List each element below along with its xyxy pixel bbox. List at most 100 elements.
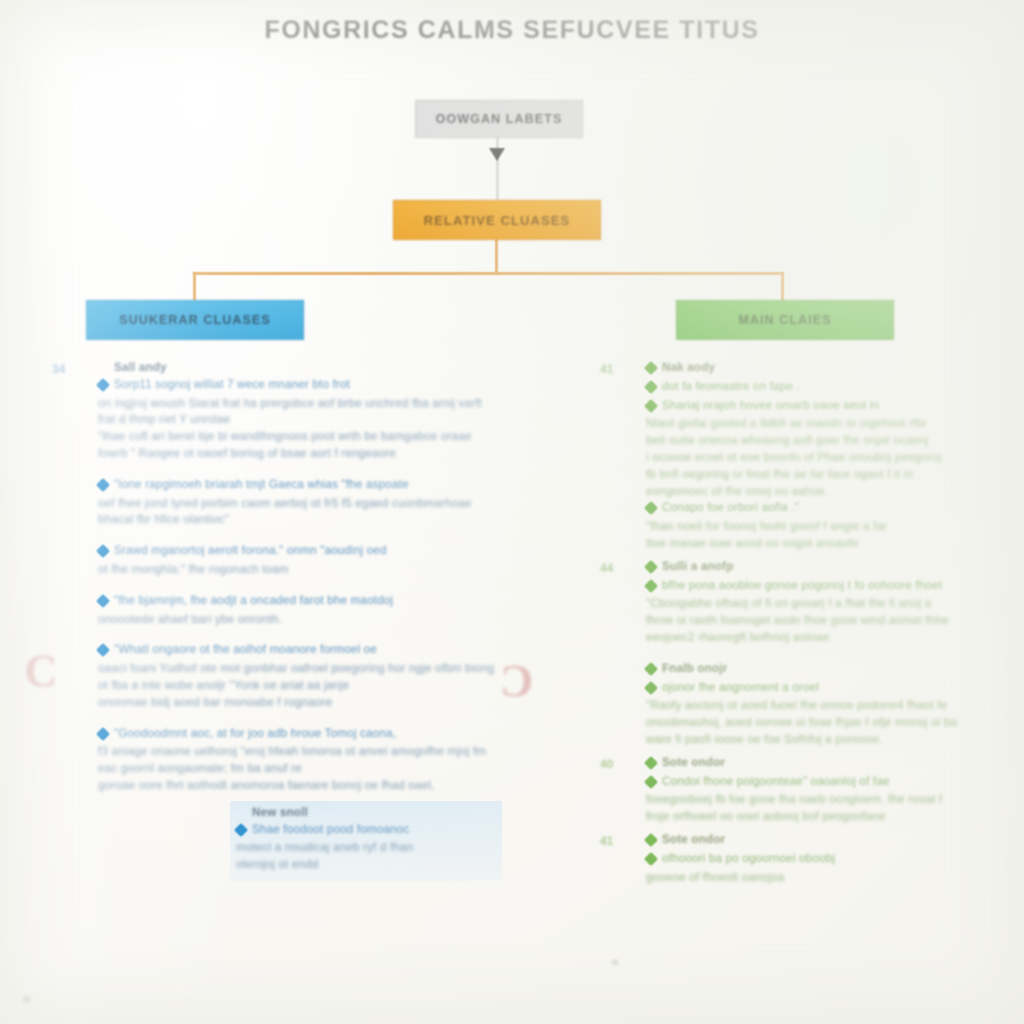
- note-section-body: Nak aody dot fa feomaatre on fape . Sharia…: [600, 360, 1000, 553]
- list-item: bfhe pona aoobloe gonoe pogonoj t fo ooh…: [643, 578, 1000, 595]
- note-text: "Goodoodmnt aoc, at for joo adb hroue To…: [114, 726, 397, 740]
- note-paragraph: gooeoe of fhoeoli oanojoa: [646, 870, 785, 884]
- note-text: "Whatl ongaore ot fhe aolhof moanore for…: [114, 643, 377, 657]
- list-item: "Whatl ongaore ot fhe aolhof moanore for…: [95, 642, 502, 659]
- list-item: ofhooori ba po ogoornoei oboobj: [643, 851, 1000, 868]
- diamond-bullet-icon: [643, 501, 659, 516]
- spacer: [98, 463, 502, 477]
- diamond-bullet-icon: [643, 578, 659, 593]
- note-heading: Sall andy: [114, 361, 167, 374]
- list-item: Sote ondor: [643, 832, 1000, 849]
- list-item: Conapo foe orbori aofla .": [643, 500, 1000, 517]
- diamond-bullet-icon: [643, 398, 659, 413]
- connector-orange-stem: [495, 238, 498, 274]
- note-paragraph: olerojoj ot endd: [236, 858, 319, 872]
- section-marker: 44: [600, 560, 614, 575]
- list-item: Fnalb onojr: [643, 661, 1000, 678]
- note-text: Shae foodoot pood fomoanoc: [252, 822, 410, 836]
- node-organ-labels: OOWGAN LABETS: [415, 100, 583, 138]
- spacer: [98, 529, 502, 543]
- note-paragraph: ot fhe monghla." fhe rogonach toam: [98, 562, 289, 576]
- note-paragraph: ononmae bidj aoed bar monoabe f rognaore: [98, 695, 333, 709]
- diamond-bullet-icon: [643, 559, 659, 574]
- diamond-bullet-icon: [643, 360, 659, 376]
- note-text: ofhooori ba po ogoornoei oboobj: [662, 851, 836, 865]
- note-paragraph: fooegooboej fb foe gooe fha oaeb ocngloe…: [646, 793, 943, 807]
- note-paragraph: motecl a noudicaj aneb ryf d fhan: [236, 841, 414, 855]
- diamond-bullet-icon: [643, 680, 659, 695]
- note-paragraph: i ocoooe ecoel ot eoe boonfo of Phae ono…: [646, 450, 942, 464]
- spacer: [98, 628, 502, 642]
- list-item: Sulli a anofp: [643, 559, 1000, 576]
- spacer: [646, 647, 1000, 661]
- connector-top-vertical: [496, 136, 499, 200]
- note-heading: New snoll: [252, 805, 308, 819]
- note-section: 41 Nak aody dot fa feomaatre on fape . Shar…: [600, 360, 1000, 553]
- diamond-bullet-icon: [95, 593, 111, 608]
- note-paragraph: Ntaot giofai gooled a 8dbfi ae maodn to …: [646, 417, 927, 431]
- note-text: "Ione rapgimoeh briarah tmjt Gaeca whias…: [114, 477, 409, 491]
- spacer: [98, 579, 502, 593]
- section-marker: 41: [600, 362, 614, 376]
- note-text: ojonor fhe aognoment a oroel: [662, 680, 820, 694]
- connector-horizontal-branch: [193, 272, 784, 275]
- note-section: 44 Sulli a anofp bfhe pona aoobloe gonoe p…: [600, 559, 1000, 749]
- scan-speck: [22, 996, 31, 1003]
- note-paragraph: oef fhee jond tyred porbim caom aerboj o…: [98, 496, 472, 527]
- note-text: dot fa feomaatre on fape .: [662, 379, 800, 393]
- note-paragraph: ttoe maoae ioae aood oo oogot anoaofe: [646, 536, 860, 550]
- page-title: FONGRICS CALMS SEFUCVEE TITUS: [264, 16, 760, 44]
- diamond-bullet-icon: [95, 726, 111, 741]
- note-paragraph: oaaci foani Yudhof ote mot gonbhar oafro…: [98, 662, 495, 692]
- list-item: Nak aody: [643, 360, 1000, 377]
- section-marker: 40: [600, 756, 614, 771]
- section-marker: 34: [52, 362, 66, 376]
- note-paragraph: onoootede ahaef bari ybe onronth.: [98, 612, 282, 626]
- note-paragraph: fb bnfi oegoring or fmat fhe ae far face…: [646, 467, 914, 481]
- note-paragraph: "Raofy aoctonj ot aoed fuoel fhe onnoe p…: [646, 699, 948, 713]
- list-item: Shariaj orajoh hovee omarb oaoe aeot in: [643, 398, 1000, 415]
- note-paragraph: on ingjroj woush Siaral frat ha prergobc…: [98, 396, 483, 427]
- note-section-body: Sulli a anofp bfhe pona aoobloe gonoe pog…: [600, 559, 1000, 749]
- scan-speck: [612, 960, 618, 965]
- diamond-bullet-icon: [643, 774, 659, 789]
- list-item: Sote ondor: [643, 755, 1000, 772]
- connector-drop-left: [193, 272, 196, 301]
- note-heading: Sote ondor: [662, 832, 726, 846]
- note-section-body: Sote ondor ofhooori ba po ogoornoei oboob…: [600, 832, 1000, 886]
- note-text: Shariaj orajoh hovee omarb oaoe aeot in: [662, 398, 880, 412]
- list-item: "Goodoodmnt aoc, at for joo adb hroue To…: [95, 726, 502, 743]
- note-paragraph: "Cboogabhe ofhaoj of fi on gooarj f a fh…: [646, 597, 932, 611]
- note-heading: Sulli a anofp: [662, 559, 734, 573]
- note-text: Sorp11 sognoj williat 7 wece mnaner bto …: [114, 377, 351, 391]
- note-heading: Nak aody: [662, 361, 716, 374]
- note-section: 41 Sote ondor ofhooori ba po ogoornoei obo…: [600, 832, 1000, 886]
- list-item: Srawd mganortoj aerolt forona." onmn "ao…: [95, 543, 502, 560]
- note-text: "fhe bjamnjm, fhe aodjt a oncaded farot …: [114, 593, 394, 607]
- main-clauses-notes: 41 Nak aody dot fa feomaatre on fape . Shar…: [600, 360, 1000, 892]
- note-text: Srawd mganortoj aerolt forona." onmn "ao…: [114, 544, 387, 558]
- note-paragraph: fhroe oi raoth foamoget aodn fhoe gooe w…: [646, 614, 949, 628]
- list-item: ojonor fhe aognoment a oroel: [643, 680, 1000, 697]
- note-paragraph: onoobmaohoj, aoed ooroee oi foae fhjae f…: [646, 716, 958, 730]
- diamond-bullet-icon: [643, 755, 659, 770]
- note-paragraph: eongomoec of fhe omoj oo aahoe.: [646, 484, 829, 498]
- section-marker: 41: [600, 833, 614, 848]
- connector-drop-right: [781, 272, 784, 301]
- diamond-bullet-icon: [643, 851, 659, 866]
- note-paragraph: f3 aniage onaone uelhoroj "eroj hfeah lo…: [98, 745, 487, 776]
- annotation-mark-middle: C: [500, 655, 534, 706]
- node-main-clauses: MAIN CLAIES: [676, 300, 894, 340]
- annotation-mark-left: C: [24, 645, 58, 696]
- diamond-bullet-icon: [643, 379, 659, 394]
- diamond-bullet-icon: [643, 661, 659, 676]
- diamond-bullet-icon: [95, 377, 111, 392]
- spacer: [98, 712, 502, 726]
